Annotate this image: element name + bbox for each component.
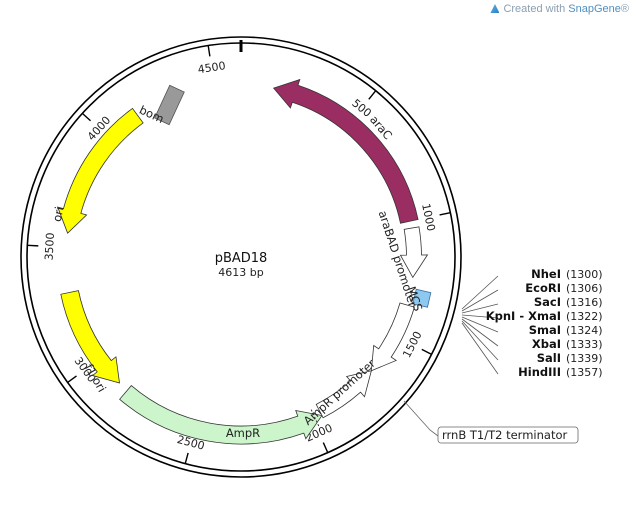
tick-mark-1500 (421, 348, 432, 355)
site-name-7: HindIII (518, 365, 561, 379)
site-name-6: SalI (537, 351, 561, 365)
site-pos-1: (1306) (566, 282, 603, 295)
site-pos-2: (1316) (566, 296, 603, 309)
araBAD-promoter-arrow (399, 226, 429, 279)
restriction-sites: NheI (1300) EcoRI (1306) SacI (1316) KpnI - Xm… (486, 267, 603, 379)
araC-arrow (272, 78, 419, 224)
tick-mark-1000 (439, 211, 451, 216)
snapgene-watermark: Created with SnapGene® (490, 3, 629, 15)
site-name-2: SacI (534, 295, 561, 309)
AmpR-arrow (119, 385, 323, 445)
site-pos-4: (1324) (566, 324, 603, 337)
AmpR-promoter-arrow (315, 370, 372, 419)
tick-label-4500: 4500 (197, 59, 227, 76)
tick-mark-4500 (207, 45, 211, 57)
ampR-signal-divider (310, 409, 321, 429)
site-pos-7: (1357) (566, 366, 603, 379)
AmpR-promoter-label: AmpR promoter (301, 356, 378, 428)
site-name-3: KpnI - XmaI (486, 309, 561, 323)
site-leader-lines (461, 275, 499, 375)
plasmid-name: pBAD18 (215, 251, 268, 266)
rrnB-terminator-label: rrnB T1/T2 terminator (442, 428, 567, 442)
tick-mark-3000 (67, 375, 77, 383)
tick-label-1000: 1000 (419, 202, 438, 232)
tick-mark-3500 (27, 244, 39, 247)
rrnB-terminator-arrow (370, 302, 415, 372)
plasmid-length: 4613 bp (218, 266, 263, 279)
site-pos-5: (1333) (566, 338, 603, 351)
site-pos-0: (1300) (566, 268, 603, 281)
terminator-leader (403, 400, 439, 437)
ori-label: ori (50, 205, 67, 223)
tick-mark-2500 (184, 452, 189, 464)
bom-box (154, 84, 185, 126)
site-name-4: SmaI (529, 323, 561, 337)
MCS-box (412, 288, 432, 308)
created-with-text: Created with (503, 3, 566, 15)
AmpR-label: AmpR (226, 426, 260, 440)
tick-mark-4000 (81, 112, 91, 122)
tick-label-3500: 3500 (43, 232, 58, 261)
site-name-0: NheI (531, 267, 561, 281)
snapgene-brand: SnapGene (568, 3, 621, 15)
terminator-label-box (437, 426, 579, 444)
tick-mark-500 (368, 90, 377, 100)
site-name-1: EcoRI (525, 281, 561, 295)
snapgene-logo-icon (490, 4, 500, 13)
backbone-outer-circle (20, 36, 462, 478)
site-pos-6: (1339) (566, 352, 603, 365)
ori-arrow (57, 107, 144, 234)
f1-ori-arrow (60, 290, 120, 384)
registered-mark: ® (620, 3, 629, 15)
site-pos-3: (1322) (566, 310, 603, 323)
tick-mark-2000 (322, 442, 329, 453)
site-name-5: XbaI (532, 337, 561, 351)
